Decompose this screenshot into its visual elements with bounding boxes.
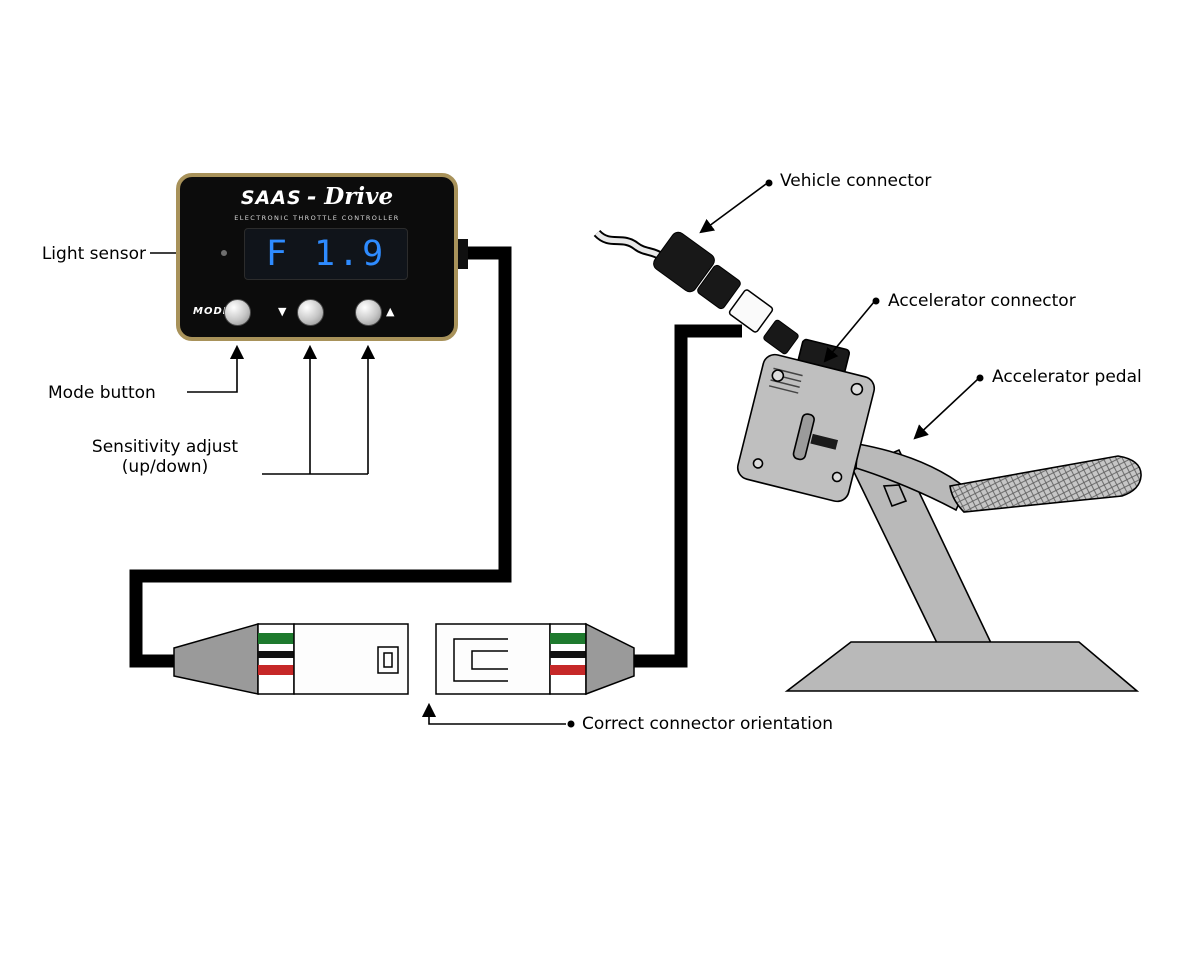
label-sensitivity-line1: Sensitivity adjust: [91, 437, 239, 457]
label-vehicle-connector: Vehicle connector: [780, 171, 932, 191]
label-correct-orientation: Correct connector orientation: [582, 714, 834, 734]
brand-saas: SAAS: [240, 187, 302, 209]
bracket-ridges: [768, 367, 803, 394]
light-sensor-dot: [221, 250, 227, 256]
bracket-clip: [810, 433, 839, 450]
accelerator-pedal-bullet: [976, 374, 984, 382]
wire-red: [550, 665, 586, 675]
accelerator-connector-bullet: [872, 297, 880, 305]
mode-button-leader: [187, 344, 245, 393]
connector-latch: [377, 646, 399, 674]
label-mode-button: Mode button: [48, 383, 156, 403]
wire-black: [550, 651, 586, 658]
harness-connector-left: [173, 623, 409, 695]
sensitivity-down-button: [297, 299, 324, 326]
leader-lines: [150, 179, 984, 728]
cable-boot: [585, 622, 635, 696]
connector-housing: [293, 623, 409, 695]
bracket-screw: [752, 458, 764, 469]
orientation-bullet: [567, 720, 575, 728]
bracket-screw: [850, 382, 864, 396]
harness-connector-right: [435, 622, 635, 696]
connector-latch-pin: [383, 652, 393, 668]
pedal-pad: [949, 455, 1142, 513]
accelerator-connector-plug: [728, 289, 774, 333]
display-value: F 1.9: [265, 234, 387, 274]
accelerator-pedal-leader: [913, 378, 979, 440]
device-display: F 1.9: [244, 228, 408, 280]
label-sensitivity-adjust: Sensitivity adjust (up/down): [70, 437, 260, 477]
device-subtitle: ELECTRONIC THROTTLE CONTROLLER: [234, 214, 400, 222]
label-light-sensor: Light sensor: [41, 244, 146, 264]
cable-boot: [173, 623, 259, 695]
sensitivity-up-button: [355, 299, 382, 326]
mode-button-label: MODE: [193, 306, 231, 317]
bracket-slot: [792, 413, 815, 461]
wire-red: [258, 665, 294, 675]
harness-cable-right: [632, 324, 742, 668]
label-sensitivity-line2: (up/down): [121, 457, 209, 477]
mode-button: [224, 299, 251, 326]
label-accelerator-pedal: Accelerator pedal: [992, 367, 1142, 387]
vehicle-cable: [595, 231, 664, 260]
brand-drive: - Drive: [306, 183, 394, 210]
accelerator-connector-socket: [763, 319, 799, 355]
vehicle-plug-latch: [697, 264, 741, 310]
pedal-base: [784, 641, 1140, 692]
bracket-screw: [831, 471, 843, 483]
throttle-controller-device: SAAS - Drive ELECTRONIC THROTTLE CONTROL…: [176, 173, 458, 341]
orientation-leader: [421, 702, 566, 725]
up-arrow-icon: ▲: [386, 305, 395, 318]
label-accelerator-connector: Accelerator connector: [888, 291, 1076, 311]
device-logo: SAAS - Drive: [180, 183, 454, 210]
vehicle-connector-leader: [699, 183, 767, 234]
vehicle-connector-graphic: [593, 229, 799, 355]
harness-cable-left: [129, 246, 512, 668]
accelerator-connector-leader: [823, 301, 875, 363]
vehicle-plug-body: [653, 231, 715, 293]
wire-green: [550, 633, 586, 644]
connector-housing: [435, 623, 551, 695]
connector-socket-recess: [453, 638, 508, 682]
bracket-screw: [771, 369, 785, 382]
vehicle-connector-bullet: [765, 179, 773, 187]
pedal-lever: [855, 443, 967, 512]
down-arrow-icon: ▼: [278, 305, 287, 318]
pedal-hook: [882, 484, 908, 508]
wire-black: [258, 651, 294, 658]
wire-green: [258, 633, 294, 644]
